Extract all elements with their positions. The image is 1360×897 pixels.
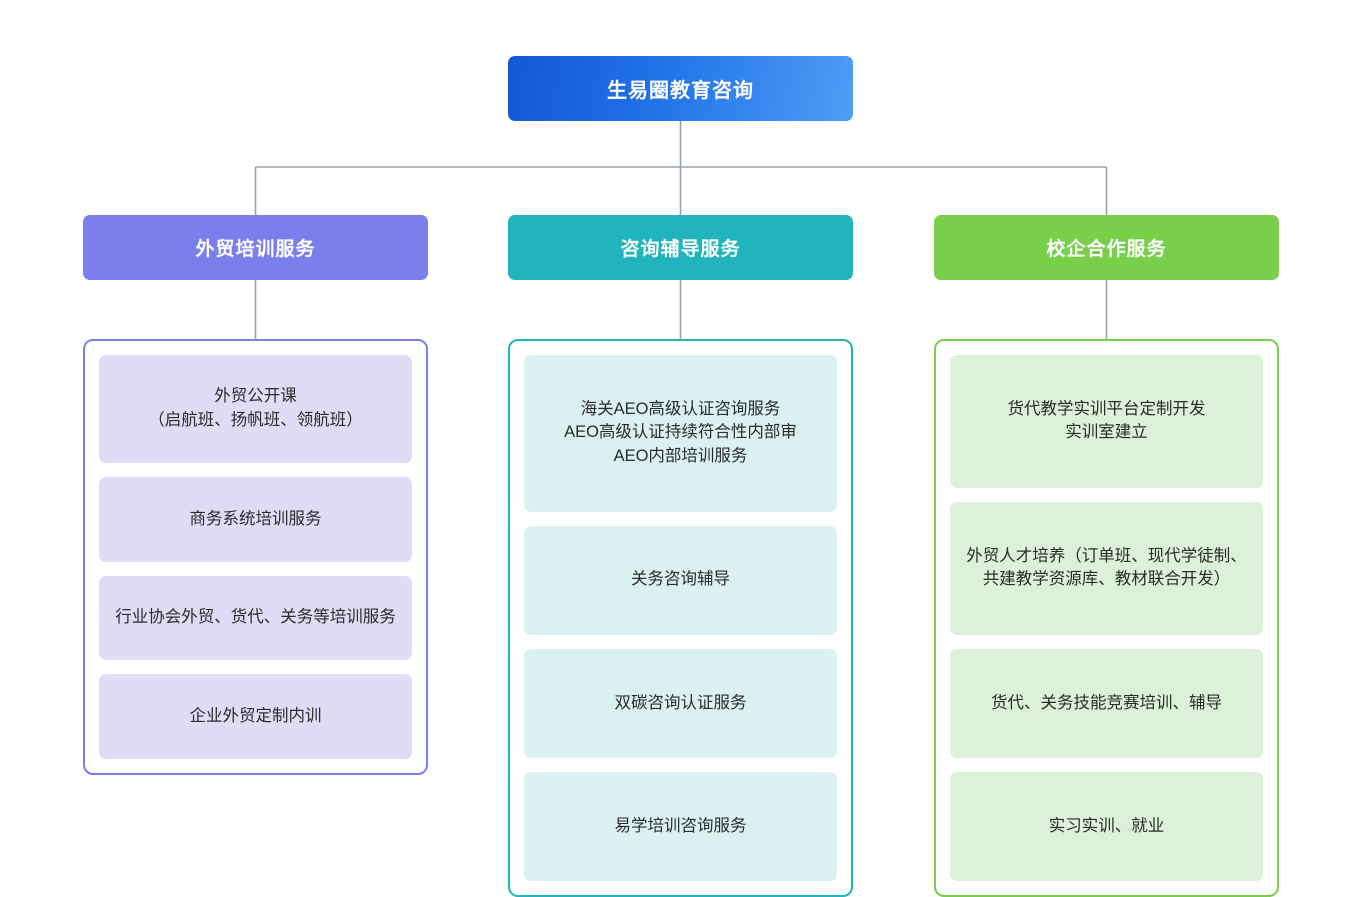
service-item-card[interactable]: 行业协会外贸、货代、关务等培训服务 (99, 575, 412, 661)
service-item-card[interactable]: 外贸公开课 （启航班、扬帆班、领航班） (99, 355, 412, 464)
service-item-card[interactable]: 商务系统培训服务 (99, 477, 412, 562)
branch-header-consulting[interactable]: 咨询辅导服务 (508, 215, 853, 280)
branch-header-school-enterprise[interactable]: 校企合作服务 (934, 215, 1279, 280)
branch-header-label: 咨询辅导服务 (620, 239, 741, 260)
service-item-card[interactable]: 实习实训、就业 (950, 771, 1263, 882)
service-item-card[interactable]: 企业外贸定制内训 (99, 674, 412, 759)
root-node-label: 生易圈教育咨询 (607, 80, 754, 102)
branch-column-school-enterprise: 校企合作服务 货代教学实训平台定制开发 实训室建立 外贸人才培养（订单班、现代学… (934, 215, 1279, 897)
service-item-card[interactable]: 关务咨询辅导 (524, 525, 837, 635)
service-item-card[interactable]: 双碳咨询认证服务 (524, 648, 837, 758)
org-chart-diagram: 生易圈教育咨询 外贸培训服务 外贸公开课 （启航班、扬帆班、领航班） 商务系统培… (83, 56, 1279, 897)
service-item-card[interactable]: 易学培训咨询服务 (524, 771, 837, 882)
service-item-card[interactable]: 外贸人才培养（订单班、现代学徒制、共建教学资源库、教材联合开发） (950, 501, 1263, 635)
branch-body-consulting: 海关AEO高级认证咨询服务 AEO高级认证持续符合性内部审 AEO内部培训服务 … (508, 339, 853, 897)
branch-column-consulting: 咨询辅导服务 海关AEO高级认证咨询服务 AEO高级认证持续符合性内部审 AEO… (508, 215, 853, 897)
branch-header-training[interactable]: 外贸培训服务 (83, 215, 428, 280)
branch-body-school-enterprise: 货代教学实训平台定制开发 实训室建立 外贸人才培养（订单班、现代学徒制、共建教学… (934, 339, 1279, 897)
branch-body-training: 外贸公开课 （启航班、扬帆班、领航班） 商务系统培训服务 行业协会外贸、货代、关… (83, 339, 428, 775)
service-item-card[interactable]: 货代、关务技能竞赛培训、辅导 (950, 648, 1263, 758)
branch-header-label: 校企合作服务 (1046, 239, 1167, 260)
service-item-card[interactable]: 海关AEO高级认证咨询服务 AEO高级认证持续符合性内部审 AEO内部培训服务 (524, 355, 837, 512)
branch-header-label: 外贸培训服务 (195, 239, 316, 260)
branch-column-training: 外贸培训服务 外贸公开课 （启航班、扬帆班、领航班） 商务系统培训服务 行业协会… (83, 215, 428, 775)
root-node[interactable]: 生易圈教育咨询 (508, 56, 853, 121)
service-item-card[interactable]: 货代教学实训平台定制开发 实训室建立 (950, 355, 1263, 488)
